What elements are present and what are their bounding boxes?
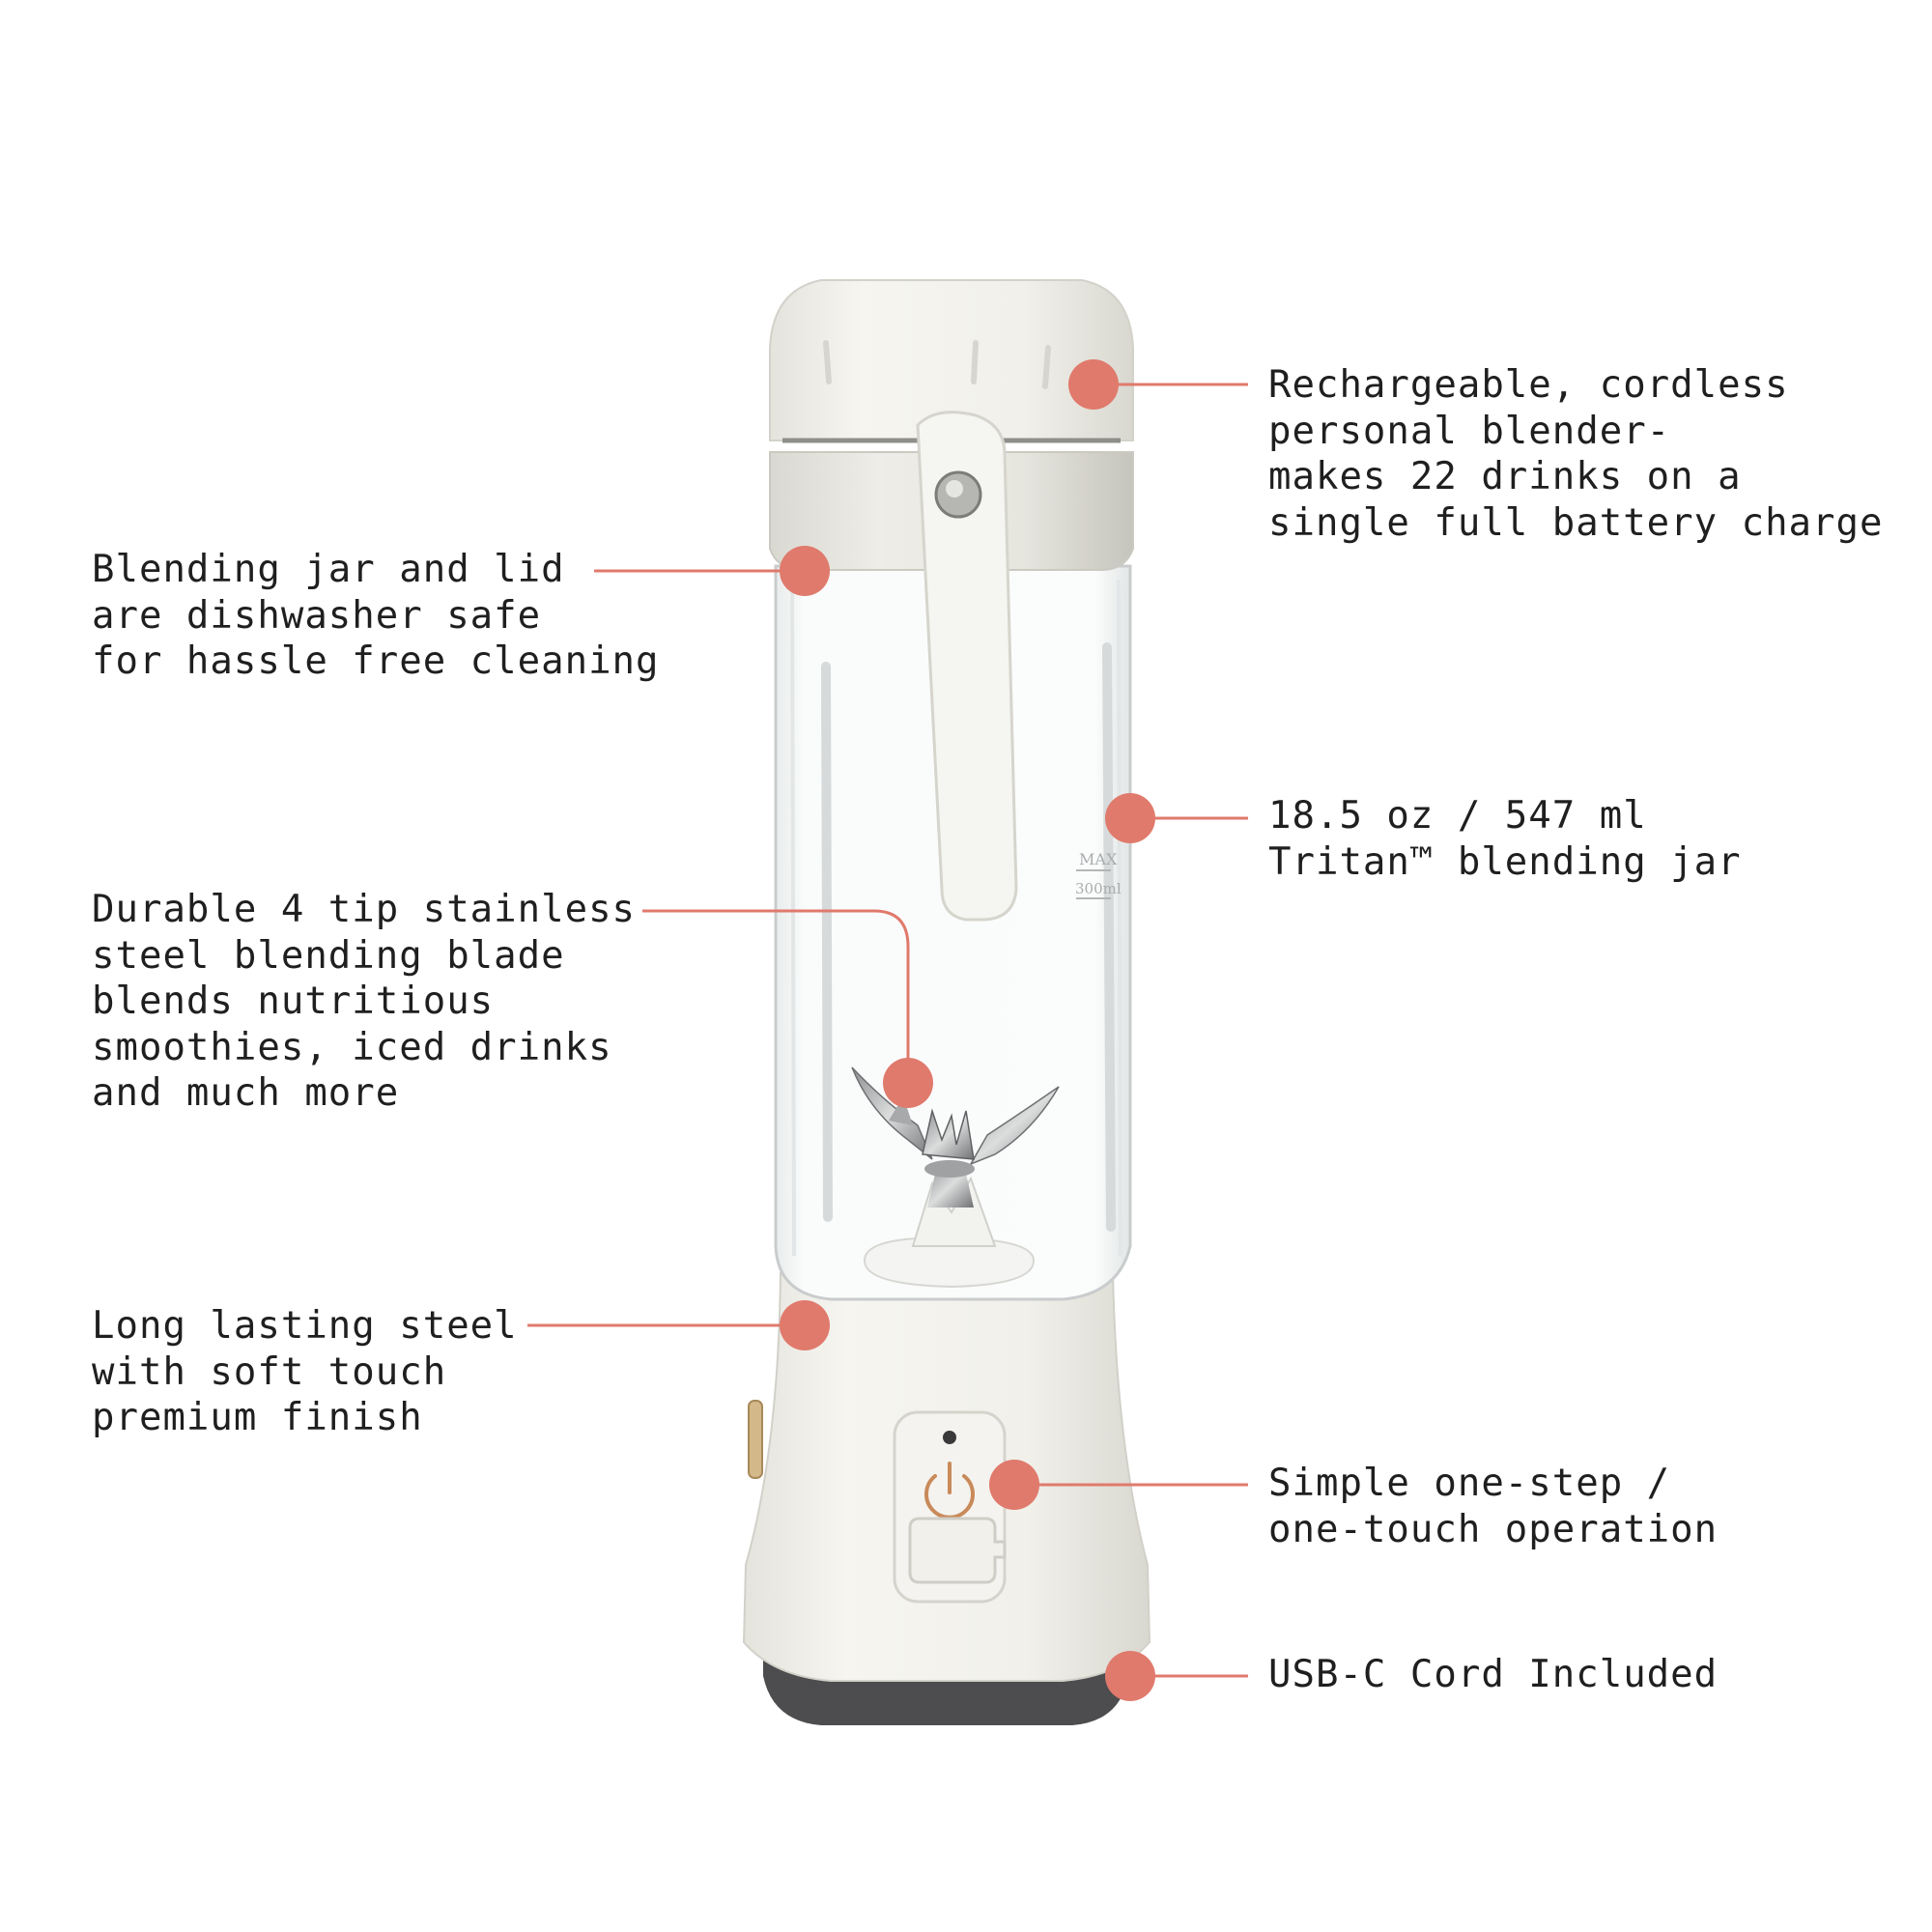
callout-connectors (527, 383, 1248, 1678)
dot-rechargeable (1068, 359, 1119, 410)
callout-line: single full battery charge (1268, 500, 1884, 545)
dot-finish (780, 1300, 830, 1350)
dot-operation (989, 1460, 1039, 1510)
indicator-light (943, 1431, 956, 1444)
carry-strap (916, 411, 1018, 922)
callout-line: USB-C Cord Included (1268, 1653, 1719, 1696)
callout-line: premium finish (92, 1396, 423, 1439)
callout-line: one-touch operation (1268, 1507, 1719, 1551)
callout-operation: Simple one-step / one-touch operation (1268, 1461, 1718, 1552)
callout-line: 18.5 oz / 547 ml (1268, 794, 1647, 838)
blender: MAX 300ml (742, 279, 1151, 1725)
callout-line: with soft touch (92, 1350, 447, 1394)
blending-jar (774, 564, 1132, 1301)
dot-capacity (1105, 793, 1155, 843)
callout-line: Blending jar and lid (92, 548, 565, 591)
gold-side-button (748, 1400, 763, 1479)
callout-blade: Durable 4 tip stainless steel blending b… (92, 887, 636, 1117)
callout-usb: USB-C Cord Included (1268, 1652, 1718, 1698)
callout-line: Rechargeable, cordless (1268, 363, 1789, 407)
callout-dishwasher: Blending jar and lid are dishwasher safe… (92, 547, 660, 685)
callout-line: are dishwasher safe (92, 593, 542, 638)
callout-capacity: 18.5 oz / 547 ml Tritan™ blending jar (1268, 793, 1742, 885)
dot-usb (1105, 1651, 1155, 1701)
callout-dots (780, 359, 1155, 1701)
callout-rechargeable: Rechargeable, cordless personal blender-… (1268, 362, 1883, 546)
connector-blade (642, 909, 910, 1082)
usb-port-cover (908, 1517, 1007, 1584)
callout-line: Simple one-step / (1268, 1462, 1671, 1505)
callout-line: and much more (92, 1071, 400, 1115)
callout-line: Durable 4 tip stainless (92, 888, 637, 931)
callout-line: personal blender- (1268, 409, 1671, 453)
lid-cap (769, 279, 1134, 441)
blade-assembly (851, 1066, 1060, 1289)
callout-line: steel blending blade (92, 933, 565, 978)
callout-finish: Long lasting steel with soft touch premi… (92, 1303, 518, 1441)
dot-blade (883, 1058, 933, 1108)
jar-mark-300ml: 300ml (1075, 880, 1122, 897)
jar-markings: MAX 300ml (1075, 850, 1122, 899)
dot-dishwasher (780, 546, 830, 596)
callout-line: Tritan™ blending jar (1268, 839, 1742, 884)
callout-line: smoothies, iced drinks (92, 1025, 612, 1069)
callout-line: for hassle free cleaning (92, 639, 660, 683)
jar-mark-max: MAX (1079, 850, 1118, 868)
callout-line: blends nutritious (92, 980, 495, 1023)
callout-line: Long lasting steel (92, 1304, 518, 1348)
callout-line: makes 22 drinks on a (1268, 455, 1742, 498)
